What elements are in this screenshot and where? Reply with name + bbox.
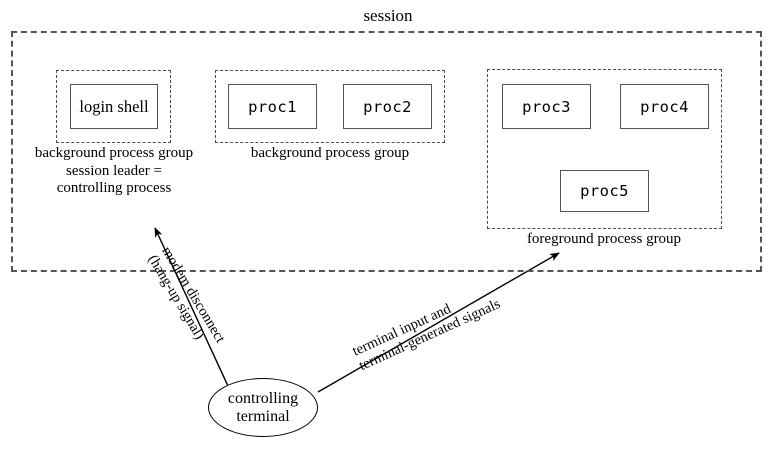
process-box-proc2: proc2 [343, 84, 432, 129]
session-title: session [338, 6, 438, 26]
process-box-proc1: proc1 [228, 84, 317, 129]
caption-controlling-process: controlling process [56, 180, 172, 196]
process-label-proc2: proc2 [363, 97, 412, 116]
process-box-proc3: proc3 [502, 84, 591, 129]
process-label-proc5: proc5 [580, 182, 629, 200]
controlling-terminal-label-line2: terminal [236, 407, 290, 425]
hangup-arrow-line [154, 227, 229, 387]
terminal-input-arrow-line [317, 252, 560, 393]
process-label-proc4: proc4 [640, 97, 689, 116]
caption-session-leader: session leader = [66, 163, 162, 179]
caption-foreground-process-group: foreground process group [526, 231, 682, 247]
process-label-login-shell: login shell [79, 96, 149, 116]
caption-background-process-group-2: background process group [250, 145, 410, 161]
process-group-box-foreground [487, 69, 722, 229]
process-label-proc3: proc3 [522, 97, 571, 116]
controlling-terminal-label-line1: controlling [227, 389, 299, 407]
caption-background-process-group-1: background process group [34, 145, 194, 161]
process-group-box-background-2 [215, 70, 445, 143]
session-boundary-box [11, 31, 762, 272]
process-box-login-shell: login shell [70, 84, 158, 129]
process-group-box-login [56, 70, 171, 143]
process-box-proc5: proc5 [560, 170, 649, 212]
process-label-proc1: proc1 [248, 97, 297, 116]
controlling-terminal-ellipse: controlling terminal [208, 378, 318, 437]
process-box-proc4: proc4 [620, 84, 709, 129]
